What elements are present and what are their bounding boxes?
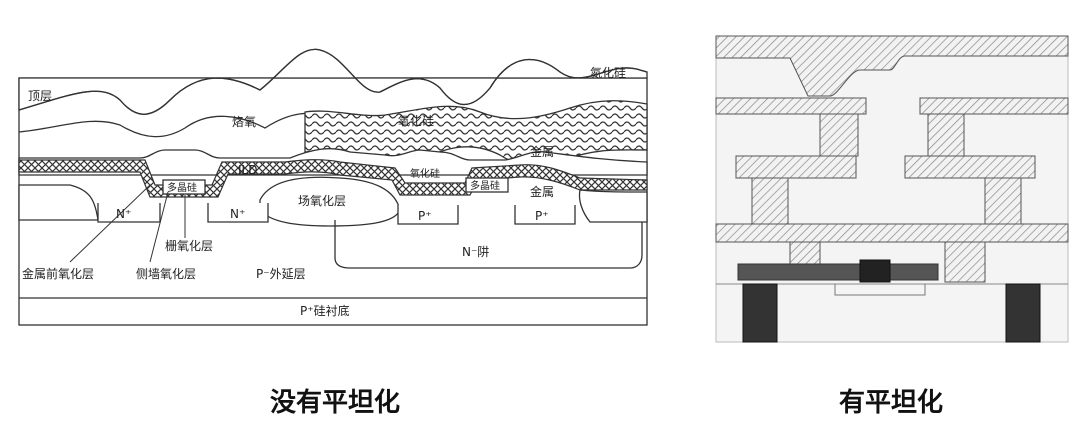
n-well — [334, 220, 643, 269]
label-pre-metal-oxide: 金属前氧化层 — [22, 266, 94, 281]
field-oxide-right — [578, 189, 648, 223]
via-4 — [984, 177, 1022, 225]
label-metal-b: 金属 — [530, 184, 554, 199]
p-plus-diffusion-1 — [397, 205, 459, 225]
label-sidewall-oxide: 侧墙氧化层 — [136, 267, 196, 281]
gate-poly — [859, 259, 891, 283]
label-p-plus-a: P⁺ — [418, 209, 432, 223]
poly-gate-nmos — [162, 179, 206, 195]
label-poly-b: 多晶硅 — [470, 179, 500, 192]
label-metal-a: 金属 — [530, 144, 554, 159]
label-poly-a: 多晶硅 — [167, 181, 197, 194]
label-top-layer: 顶层 — [28, 89, 52, 103]
via-3 — [751, 177, 789, 225]
planarized-cross-section — [715, 35, 1069, 343]
label-p-substrate: P⁺硅衬底 — [300, 303, 350, 318]
via-2 — [927, 113, 965, 157]
metal-band-5 — [715, 223, 1069, 243]
label-p-epi: P⁻外延层 — [256, 267, 306, 281]
metal-band-3 — [735, 155, 857, 179]
label-field-oxide: 场氧化层 — [298, 194, 346, 208]
gate-layer — [737, 263, 939, 281]
label-oxide-b: 氧化硅 — [398, 114, 434, 128]
label-n-plus-b: N⁺ — [230, 207, 245, 221]
unplanarized-cross-section: 顶层 氮化硅 烙氧 氧化硅 金属 ILD 多晶硅 氧化硅 多晶硅 金属 场氧化层… — [18, 48, 648, 326]
n-plus-diffusion-1 — [97, 203, 161, 223]
label-p-plus-b: P⁺ — [535, 209, 549, 223]
channel-well — [834, 284, 926, 296]
trench-left — [742, 283, 778, 343]
label-oxide-c: 氧化硅 — [410, 167, 440, 180]
label-ild: ILD — [238, 163, 257, 177]
trench-right — [1005, 283, 1041, 343]
poly-gate-pmos — [465, 177, 509, 193]
label-gate-oxide: 栅氧化层 — [165, 238, 213, 253]
top-passivation — [715, 35, 1069, 97]
leader-pre-metal-oxide — [69, 184, 151, 263]
contact-2 — [944, 241, 986, 283]
n-plus-diffusion-2 — [207, 203, 269, 223]
label-n-well: N⁻阱 — [462, 245, 489, 259]
metal-band-2 — [919, 97, 1069, 115]
label-oxide-a: 烙氧 — [232, 114, 256, 129]
metal-band-4 — [904, 155, 1036, 179]
top-layer-line — [18, 48, 648, 115]
caption-left: 没有平坦化 — [269, 388, 400, 418]
metal-band-1 — [715, 97, 867, 115]
caption-right: 有平坦化 — [838, 388, 943, 418]
p-plus-diffusion-2 — [514, 205, 576, 225]
label-n-plus-a: N⁺ — [116, 207, 131, 221]
via-1 — [819, 113, 859, 157]
contact-1 — [789, 241, 821, 265]
label-nitride: 氮化硅 — [590, 65, 626, 80]
leader-sidewall-oxide — [149, 191, 169, 263]
